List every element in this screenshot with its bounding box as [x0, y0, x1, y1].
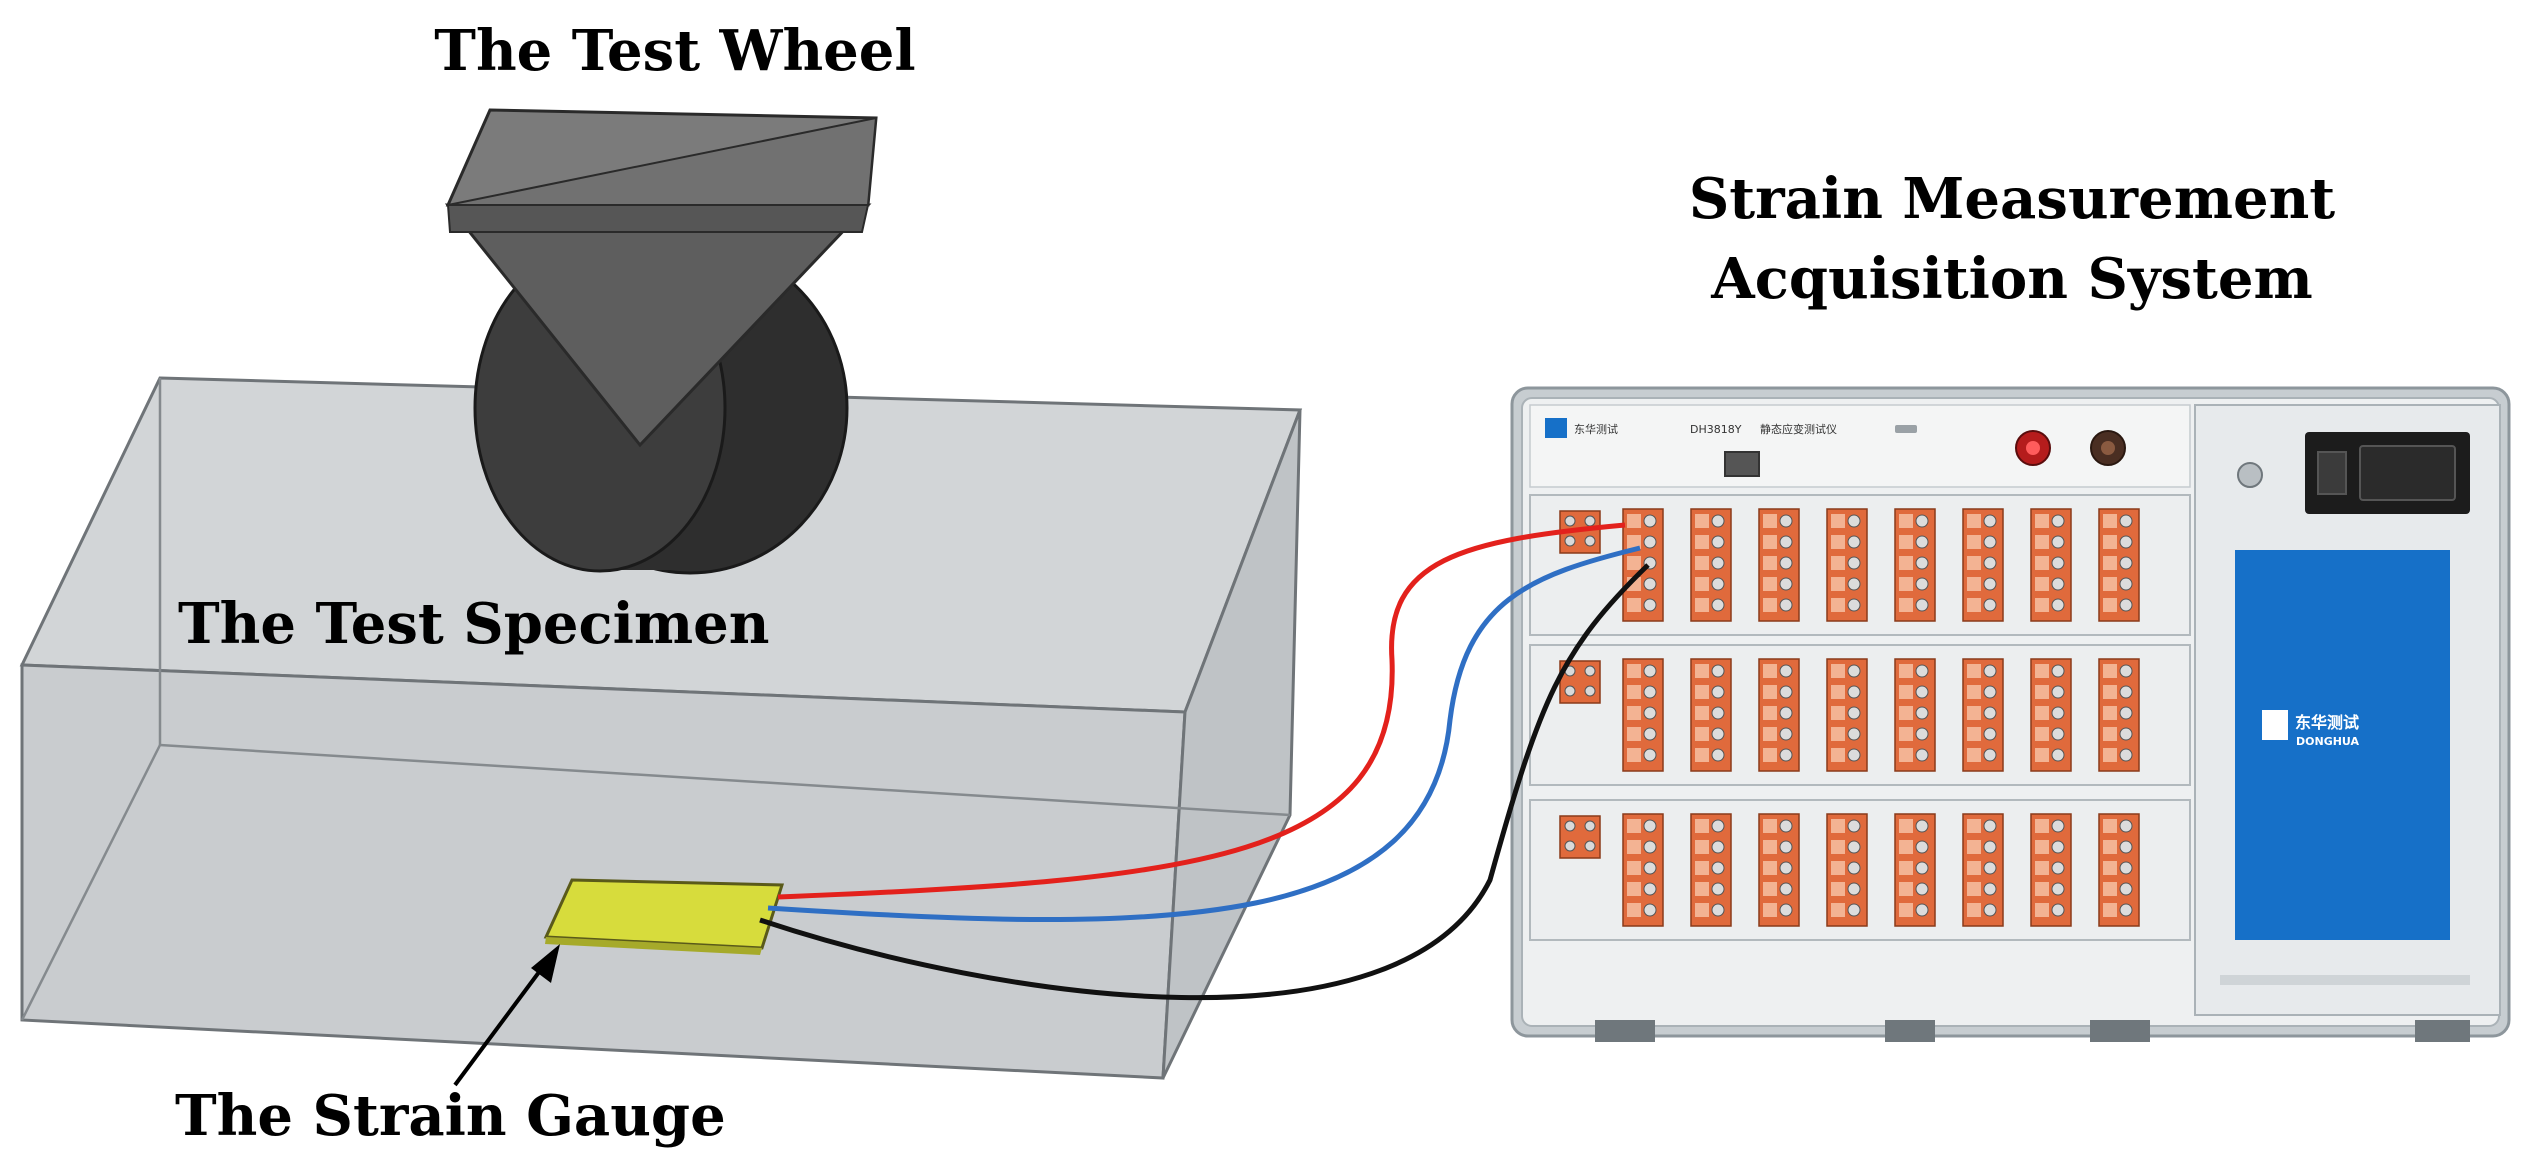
- channel-row: [1529, 494, 2191, 636]
- wire-black: [759, 563, 1650, 1001]
- channel-terminal: [1826, 658, 1868, 772]
- channel-row: [1529, 644, 2191, 786]
- acquisition-device: 东华测试 DH3818Y 静态应变测试仪 东华测试 DONGHUA: [1510, 386, 2511, 1042]
- channel-rows: [1529, 494, 2191, 941]
- strain-gauge: [543, 878, 785, 955]
- test-wheel: [444, 108, 878, 575]
- channel-terminal: [1894, 658, 1936, 772]
- channel-terminal: [1690, 508, 1732, 622]
- channel-terminal: [2098, 813, 2140, 927]
- channel-terminal: [1962, 508, 2004, 622]
- channel-terminal: [1690, 813, 1732, 927]
- channel-terminal: [1622, 508, 1664, 622]
- gauge-wires: [759, 522, 1650, 1001]
- test-specimen-label: The Test Specimen: [178, 591, 769, 657]
- system-label-line1: Strain Measurement: [1689, 166, 2335, 232]
- wire-blue: [767, 545, 1641, 922]
- channel-terminal: [1622, 658, 1664, 772]
- strain-gauge-arrow: [453, 944, 560, 1087]
- screen-logo-sub: DONGHUA: [2296, 735, 2360, 748]
- channel-terminal: [2098, 508, 2140, 622]
- screen-logo-main: 东华测试: [2295, 713, 2359, 732]
- wire-red: [777, 522, 1626, 900]
- compensation-terminal: [1559, 660, 1601, 704]
- test-wheel-label: The Test Wheel: [434, 18, 915, 84]
- svg-text:东华测试: 东华测试: [1574, 422, 1618, 436]
- channel-terminal: [2098, 658, 2140, 772]
- svg-text:静态应变测试仪: 静态应变测试仪: [1760, 422, 1837, 436]
- channel-terminal: [1962, 658, 2004, 772]
- device-model: DH3818Y: [1690, 423, 1742, 436]
- channel-terminal: [1758, 813, 1800, 927]
- channel-terminal: [2030, 813, 2072, 927]
- channel-terminal: [1826, 813, 1868, 927]
- channel-terminal: [2030, 508, 2072, 622]
- channel-row: [1529, 799, 2191, 941]
- channel-terminal: [1622, 813, 1664, 927]
- channel-terminal: [1758, 658, 1800, 772]
- test-specimen-block: [19, 376, 1303, 1080]
- channel-terminal: [1690, 658, 1732, 772]
- strain-gauge-label: The Strain Gauge: [175, 1083, 726, 1149]
- channel-terminal: [1894, 508, 1936, 622]
- compensation-terminal: [1559, 815, 1601, 859]
- channel-terminal: [1894, 813, 1936, 927]
- channel-terminal: [1826, 508, 1868, 622]
- channel-terminal: [2030, 658, 2072, 772]
- channel-terminal: [1962, 813, 2004, 927]
- channel-terminal: [1758, 508, 1800, 622]
- system-label-line2: Acquisition System: [1710, 246, 2312, 312]
